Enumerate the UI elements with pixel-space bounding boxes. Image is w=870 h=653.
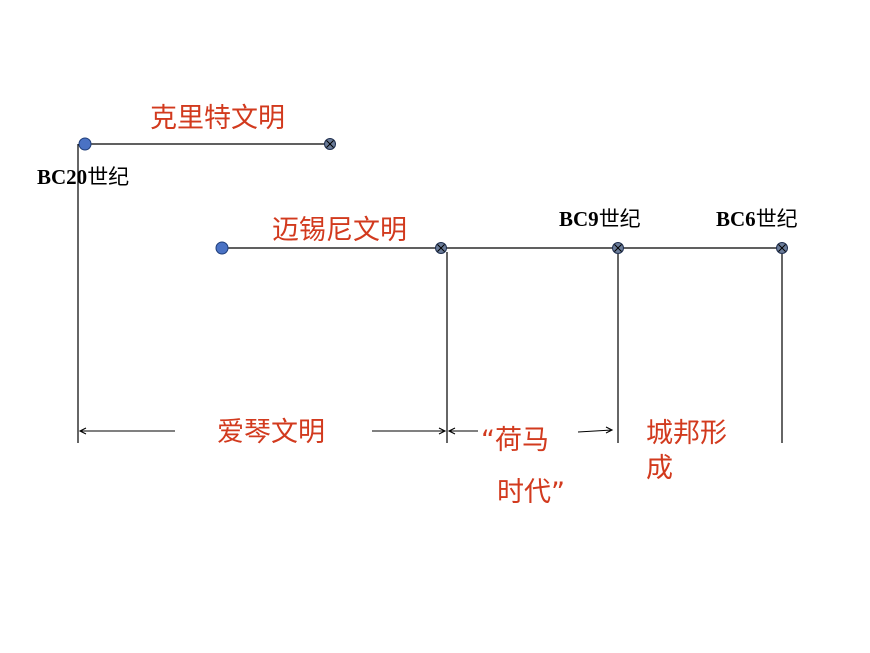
homer-age-label-line1: “荷马 <box>481 425 549 456</box>
crete-start-marker <box>78 137 92 151</box>
homer-age-label-line2: 时代” <box>497 477 565 508</box>
aegean-span-arrow <box>78 427 447 435</box>
date-bc20-label: BC20世纪 <box>37 165 130 189</box>
mycenae-start-marker <box>215 241 229 255</box>
mycenae-end-marker <box>435 242 447 254</box>
crete-end-marker <box>324 138 336 150</box>
crete-civilization-label: 克里特文明 <box>150 103 285 134</box>
bc9-marker <box>612 242 624 254</box>
polis-formation-label-line1: 城邦形 <box>646 418 727 449</box>
bc6-marker <box>776 242 788 254</box>
aegean-civilization-label: 爱琴文明 <box>217 417 325 448</box>
mycenae-civilization-label: 迈锡尼文明 <box>272 215 407 246</box>
homer-span-arrow <box>447 426 614 435</box>
polis-formation-label-line2: 成 <box>646 453 673 484</box>
date-bc6-label: BC6世纪 <box>716 207 798 231</box>
date-bc9-label: BC9世纪 <box>559 207 641 231</box>
